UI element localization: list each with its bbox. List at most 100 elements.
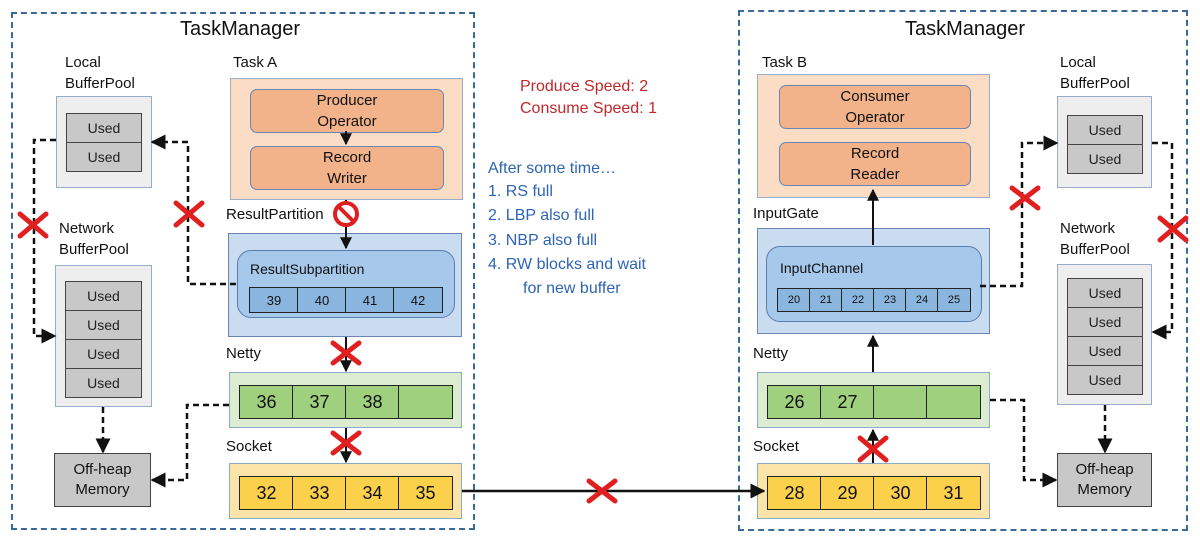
socket-buffer: 32 (239, 476, 294, 510)
right-local-bufferpool-label-1: Local (1060, 54, 1096, 71)
blocked-mark-icon (330, 340, 362, 366)
netty-buffer: 37 (292, 385, 347, 419)
task-a-label: Task A (233, 54, 278, 71)
left-local-bufferpool-label-2: BufferPool (65, 75, 135, 92)
subpartition-buffer: 40 (297, 287, 347, 313)
reader-line-1: Record (850, 145, 900, 162)
consume-speed: Consume Speed: 1 (520, 100, 657, 117)
channel-buffer: 24 (905, 288, 939, 312)
blocked-mark-icon (857, 435, 889, 463)
note-item: for new buffer (523, 280, 621, 297)
note-item: 4. RW blocks and wait (488, 256, 646, 273)
buffer-slot: Used (66, 142, 142, 172)
channel-buffer: 21 (809, 288, 843, 312)
result-subpartition-label: ResultSubpartition (250, 261, 365, 277)
left-network-bufferpool-label-1: Network (59, 220, 115, 237)
socket-buffer: 35 (398, 476, 453, 510)
offheap-line-2: Memory (1077, 481, 1132, 498)
blocked-mark-icon (1009, 185, 1041, 211)
subpartition-buffer: 39 (249, 287, 299, 313)
buffer-slot: Used (65, 368, 142, 398)
left-local-bufferpool-label-1: Local (65, 54, 101, 71)
reader-line-2: Reader (850, 166, 900, 183)
input-gate-label: InputGate (753, 205, 819, 222)
offheap-line-1: Off-heap (1075, 461, 1134, 478)
right-socket-box: 28 29 30 31 (757, 463, 990, 519)
blocked-mark-icon (173, 200, 205, 228)
result-partition-label: ResultPartition (226, 206, 324, 223)
right-network-bufferpool-label-2: BufferPool (1060, 241, 1130, 258)
note-item: 2. LBP also full (488, 207, 595, 224)
offheap-line-1: Off-heap (73, 461, 132, 478)
right-netty-box: 26 27 (757, 372, 990, 428)
channel-buffer: 22 (841, 288, 875, 312)
blocked-mark-icon (586, 478, 618, 504)
input-channel: InputChannel 20 21 22 23 24 25 (766, 246, 982, 322)
consumer-line-1: Consumer (840, 88, 910, 105)
notes-heading: After some time… (488, 160, 617, 177)
no-entry-icon (333, 201, 359, 227)
right-network-bufferpool-label-1: Network (1060, 220, 1116, 237)
socket-buffer: 29 (820, 476, 875, 510)
channel-buffer: 20 (777, 288, 811, 312)
left-netty-offheap-link (150, 403, 229, 488)
right-local-bufferpool-label-2: BufferPool (1060, 75, 1130, 92)
netty-buffer: 36 (239, 385, 294, 419)
blocked-mark-icon (17, 211, 49, 239)
right-lbp-nbp-link (1151, 141, 1174, 340)
writer-line-2: Writer (327, 170, 367, 187)
left-netty-box: 36 37 38 (229, 372, 462, 428)
netty-buffer-empty (926, 385, 981, 419)
left-network-bufferpool-label-2: BufferPool (59, 241, 129, 258)
left-lbp-nbp-link (32, 138, 57, 344)
right-taskmanager-title: TaskManager (905, 18, 1026, 40)
netty-buffer: 27 (820, 385, 875, 419)
note-item: 1. RS full (488, 183, 553, 200)
producer-line-2: Operator (317, 113, 377, 130)
netty-buffer-empty (873, 385, 928, 419)
left-netty-label: Netty (226, 345, 262, 362)
netty-buffer-empty (398, 385, 453, 419)
right-channel-lbp-link (980, 135, 1059, 288)
right-local-bufferpool: Used Used (1057, 96, 1152, 188)
left-local-bufferpool: Used Used (56, 96, 152, 188)
buffer-slot: Used (65, 281, 142, 311)
writer-line-1: Record (322, 149, 372, 166)
right-netty-label: Netty (753, 345, 789, 362)
blocked-mark-icon (1157, 215, 1189, 243)
right-netty-offheap-link (990, 398, 1058, 488)
buffer-slot: Used (1067, 365, 1143, 395)
task-b-label: Task B (762, 54, 808, 71)
left-taskmanager-title: TaskManager (180, 18, 301, 40)
produce-speed: Produce Speed: 2 (520, 78, 649, 95)
result-subpartition: ResultSubpartition 39 40 41 42 (237, 250, 455, 318)
buffer-slot: Used (65, 339, 142, 369)
subpartition-buffer: 42 (393, 287, 443, 313)
channel-buffer: 23 (873, 288, 907, 312)
buffer-slot: Used (1067, 307, 1143, 337)
right-taskmanager-box (738, 10, 1188, 531)
blocked-mark-icon (330, 430, 362, 456)
left-subpartition-lbp-link (150, 134, 236, 286)
note-item: 3. NBP also full (488, 232, 598, 249)
consumer-line-2: Operator (845, 109, 905, 126)
result-partition-box: ResultSubpartition 39 40 41 42 (228, 233, 462, 337)
buffer-slot: Used (66, 113, 142, 143)
left-taskmanager-box (11, 12, 475, 530)
buffer-slot: Used (1067, 144, 1143, 174)
input-gate-box: InputChannel 20 21 22 23 24 25 (757, 228, 990, 334)
buffer-slot: Used (1067, 115, 1143, 145)
left-network-bufferpool: Used Used Used Used (55, 265, 152, 407)
left-socket-box: 32 33 34 35 (229, 463, 462, 519)
buffer-slot: Used (65, 310, 142, 340)
right-network-bufferpool: Used Used Used Used (1057, 264, 1152, 405)
